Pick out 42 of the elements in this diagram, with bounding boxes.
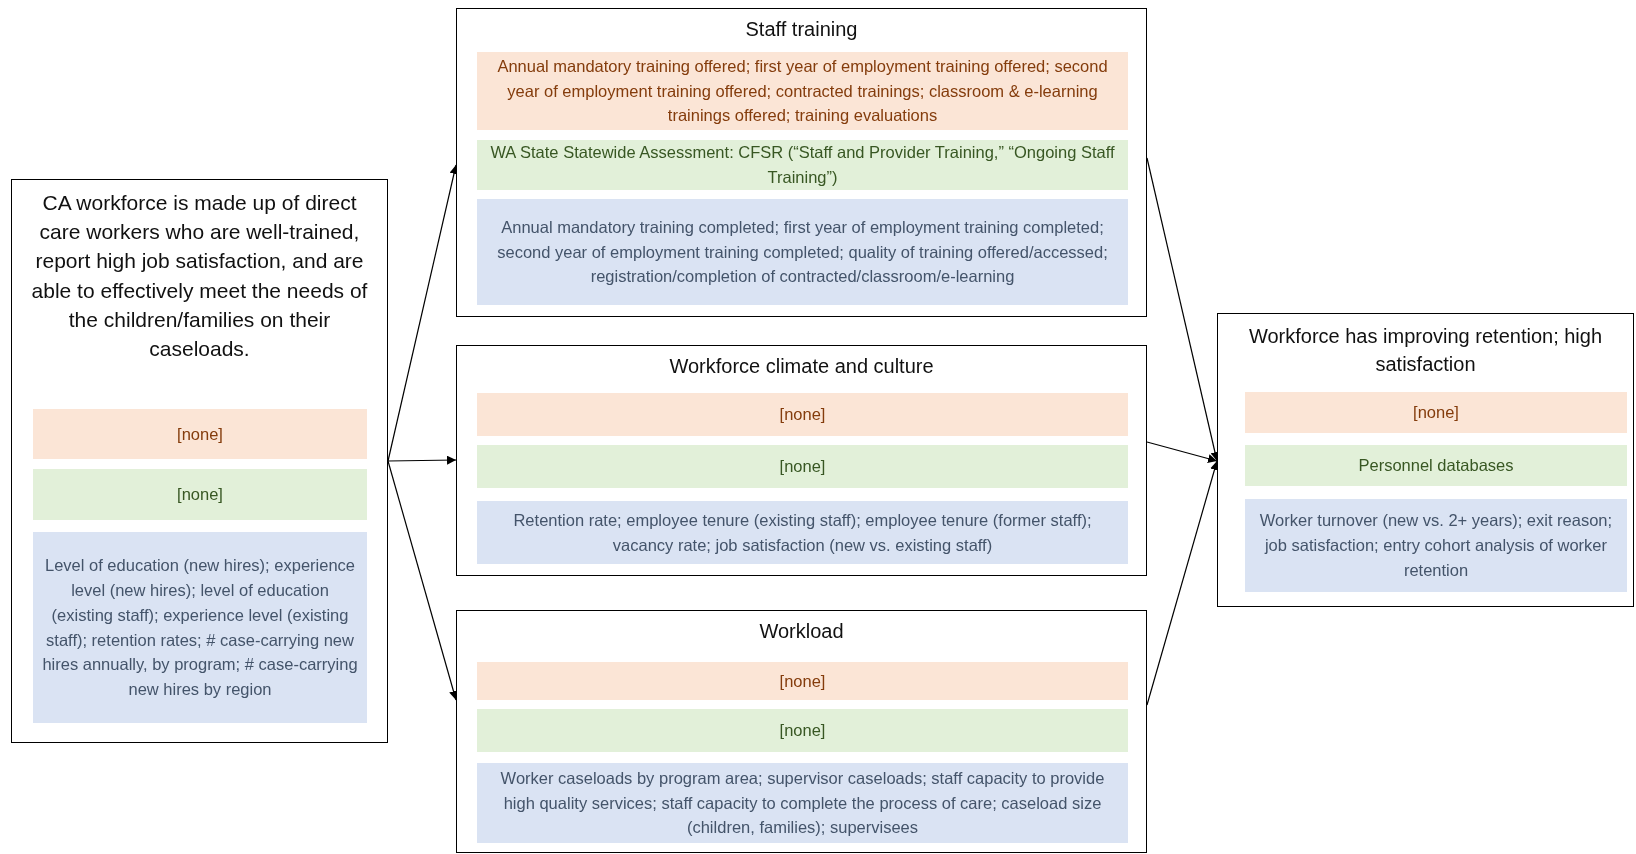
outcome-box [456, 8, 1147, 317]
indicator-text: [none] [779, 456, 826, 478]
indicator-text: [none] [779, 720, 826, 742]
box-heading: Workforce has improving retention; high satisfaction [1247, 324, 1604, 377]
box-heading: Workforce climate and culture [668, 354, 935, 379]
indicator-text: [none] [177, 423, 223, 445]
indicator-text: WA State Statewide Assessment: CFSR (“Staff and Provider Training,” “Ongoing Staff Training”) [489, 142, 1116, 188]
arrow [387, 455, 457, 465]
indicator-band [33, 532, 367, 723]
indicator-band [477, 662, 1128, 700]
box-heading: Workload [758, 619, 845, 644]
arrow [1146, 441, 1218, 463]
indicator-band [477, 393, 1128, 436]
indicator-text: [none] [1413, 402, 1459, 424]
indicator-text: Worker caseloads by program area; supervisor caseloads; staff capacity to provide high quality services; staff capacity to complete the process of care; caseload size (children, families); supervisees [499, 767, 1106, 839]
outcome-box [11, 179, 388, 743]
indicator-text: [none] [779, 670, 826, 692]
arrow [1146, 460, 1219, 706]
outcome-box [1217, 313, 1634, 607]
box-heading: Staff training [744, 17, 859, 42]
indicator-band [33, 469, 367, 520]
indicator-text: [none] [779, 404, 826, 426]
outcome-box [456, 610, 1147, 853]
indicator-band [33, 409, 367, 459]
indicator-band [477, 709, 1128, 752]
indicator-band [477, 501, 1128, 564]
indicator-band [1245, 499, 1627, 592]
indicator-band [1245, 445, 1627, 486]
indicator-text: Annual mandatory training offered; first year of employment training offered; second year of employment training offered; contracted trainings; classroom & e-learning trainings offered; training evaluations [496, 55, 1109, 127]
indicator-text: Level of education (new hires); experience level (new hires); level of education (existing staff); experience level (existing staff); retention rates; # case-carrying new hires annually, by program; # case-carrying new hires by region [41, 555, 359, 700]
indicator-text: Annual mandatory training completed; first year of employment training completed; second year of employment training completed; quality of training offered/accessed; registration/completion of contracted/classroom/e-learning [496, 216, 1109, 288]
outcome-box [456, 345, 1147, 576]
indicator-text: Worker turnover (new vs. 2+ years); exit reason; job satisfaction; entry cohort analysis of worker retention [1258, 510, 1614, 581]
arrow [387, 460, 458, 701]
indicator-band [1245, 392, 1627, 433]
indicator-text: Retention rate; employee tenure (existing staff); employee tenure (former staff); vacancy rate; job satisfaction (new vs. existing staff) [512, 509, 1093, 556]
indicator-band [477, 763, 1128, 843]
indicator-text: [none] [177, 484, 223, 506]
box-heading: CA workforce is made up of direct care workers who are well-trained, report high job satisfaction, and are able to effectively meet the needs of the children/families on their caseloads. [30, 190, 369, 362]
indicator-band [477, 199, 1128, 305]
indicator-text: Personnel databases [1358, 455, 1514, 477]
indicator-band [477, 445, 1128, 488]
